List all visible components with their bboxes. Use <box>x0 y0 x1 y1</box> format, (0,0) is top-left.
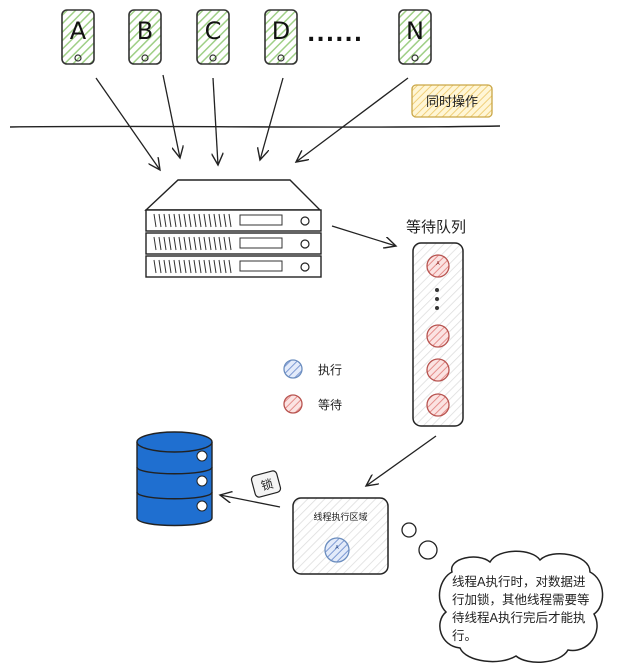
client-label-a: A <box>69 17 87 45</box>
exec-item <box>324 537 350 563</box>
exec-item-label: A <box>335 545 339 551</box>
queue-item-1-label: A <box>436 261 440 267</box>
client-label-n: N <box>406 17 424 45</box>
note-cloud <box>438 550 604 663</box>
simultaneous-note-box <box>411 84 493 118</box>
note-text: 线程A执行时，对数据进行加锁，其他线程需要等待线程A执行完后才能执行。 <box>452 574 590 643</box>
queue-title: 等待队列 <box>406 218 467 236</box>
exec-area-title: 线程执行区域 <box>313 513 368 523</box>
client-phone-d <box>264 9 298 65</box>
client-phone-b <box>128 9 162 65</box>
client-label-d: D <box>271 17 291 45</box>
queue-item-1 <box>426 254 450 278</box>
client-label-b: B <box>136 17 154 45</box>
queue-item-2 <box>426 324 450 348</box>
legend-wait-label: 等待 <box>318 398 343 412</box>
client-label-c: C <box>204 17 222 45</box>
server-icon <box>144 179 322 278</box>
arrow-queue-to-exec <box>366 435 437 486</box>
queue-item-3 <box>426 358 450 382</box>
queue-dot-1 <box>435 288 439 292</box>
thought-bubble-small <box>401 522 417 538</box>
simultaneous-label: 同时操作 <box>425 95 478 110</box>
arrow-server-to-queue <box>331 225 396 246</box>
client-phone-a <box>61 9 95 65</box>
queue-item-4 <box>426 393 450 417</box>
legend-execute-label: 执行 <box>318 363 343 377</box>
lock-tag <box>250 470 282 498</box>
client-arrows <box>95 74 409 170</box>
arrow-exec-to-db <box>220 495 281 508</box>
divider-line <box>9 125 501 128</box>
exec-area-box <box>292 497 389 575</box>
legend-execute-marker <box>283 359 303 379</box>
queue-dot-2 <box>435 297 439 301</box>
thought-bubble-medium <box>418 540 438 560</box>
database-icon <box>136 431 213 527</box>
client-phone-n <box>398 9 432 65</box>
queue-dot-3 <box>435 306 439 310</box>
legend-wait-marker <box>283 394 303 414</box>
client-phone-c <box>196 9 230 65</box>
client-ellipsis: ...... <box>307 22 364 47</box>
